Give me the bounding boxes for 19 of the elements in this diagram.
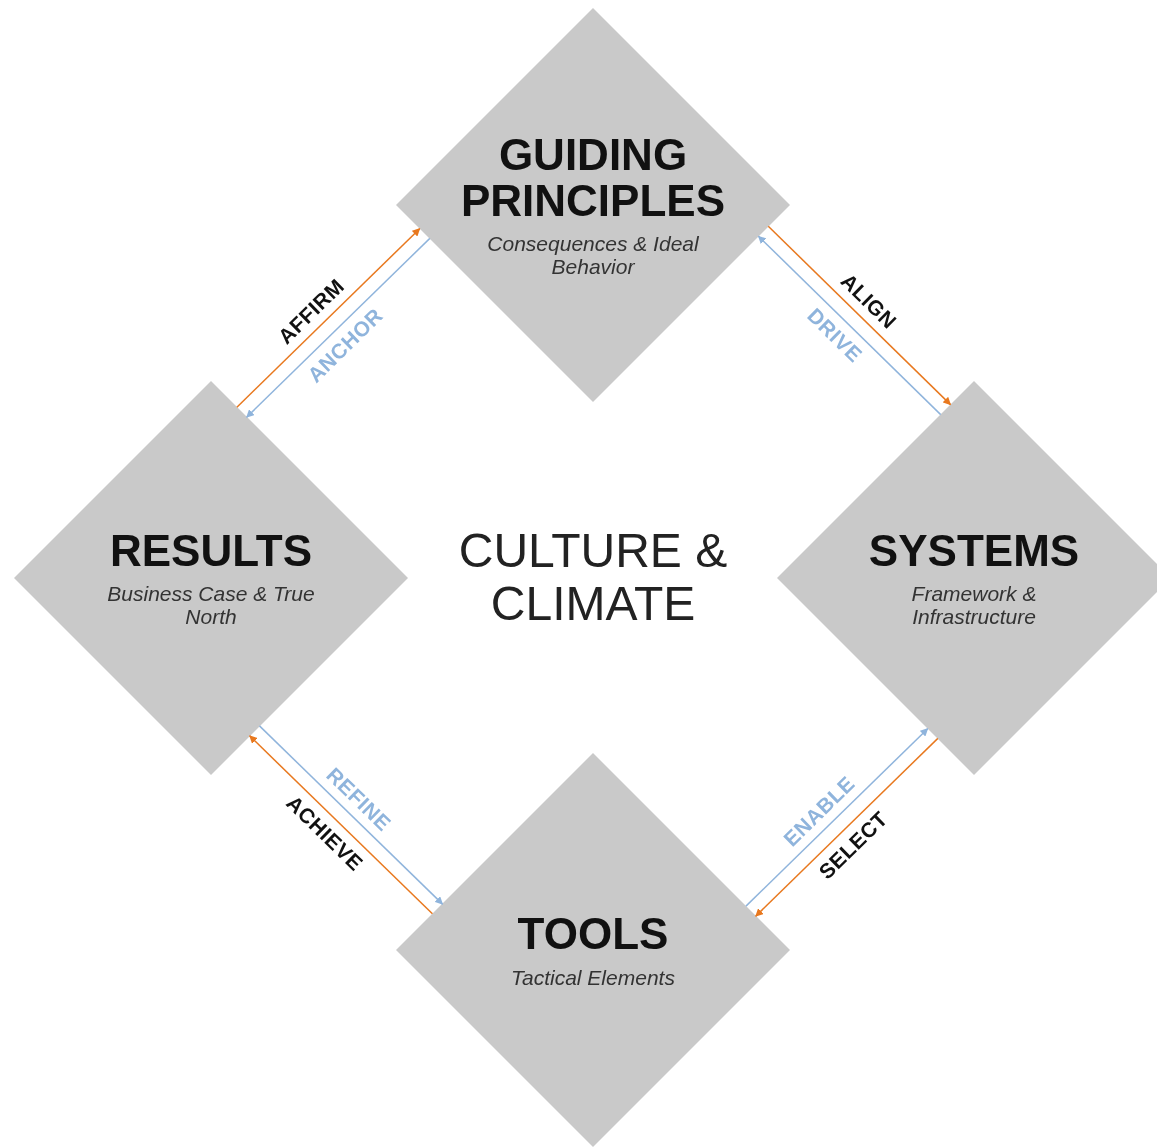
node-subtitle: Business Case & True North <box>106 582 316 629</box>
node-title: GUIDING PRINCIPLES <box>459 131 726 225</box>
node-title: SYSTEMS <box>867 527 1081 574</box>
diamond-node <box>396 8 790 402</box>
node-title: TOOLS <box>516 911 670 958</box>
node-subtitle: Tactical Elements <box>510 965 676 989</box>
diamond-node <box>777 381 1157 775</box>
arrow <box>258 725 444 905</box>
node-title: RESULTS <box>108 527 314 574</box>
arrow <box>757 235 942 416</box>
node-subtitle: Consequences & Ideal Behavior <box>486 232 700 279</box>
arrow <box>248 735 434 915</box>
center-label: CULTURE & CLIMATE <box>457 525 729 631</box>
arrow <box>755 737 939 917</box>
arrow <box>245 237 431 418</box>
arrow <box>745 727 929 907</box>
arrow <box>236 227 421 408</box>
arrow <box>767 225 952 406</box>
node-subtitle: Framework & Infrastructure <box>910 582 1038 629</box>
